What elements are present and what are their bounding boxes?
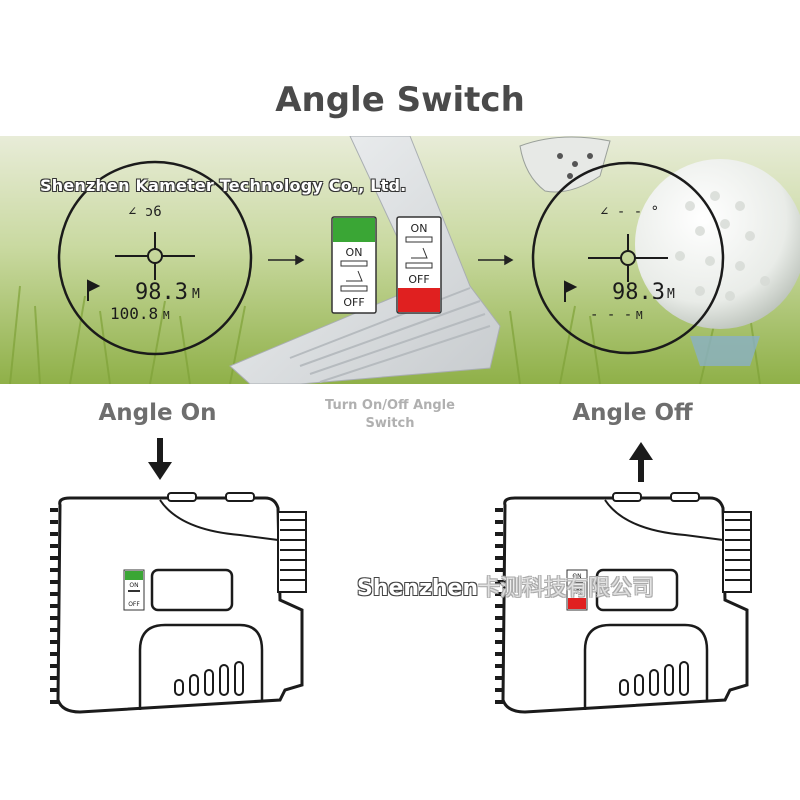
svg-text:ON: ON — [346, 246, 363, 259]
left-distance: 98.3 — [135, 280, 188, 305]
svg-text:ON: ON — [572, 573, 581, 580]
svg-text:M: M — [163, 309, 170, 322]
switch-off-diagram: ON OFF — [396, 216, 442, 314]
bottom-watermark: Shenzhen卡测科技有限公司 — [357, 576, 655, 601]
angle-off-label: Angle Off — [572, 400, 693, 426]
golf-banner: ∠ ͻ6 98.3 M 100.8 M ON OFF ON — [0, 136, 800, 384]
svg-text:OFF: OFF — [343, 296, 364, 309]
svg-text:ON: ON — [411, 222, 428, 235]
rangefinder-left: ON OFF — [50, 492, 307, 714]
company-watermark: Shenzhen Kameter Technology Co., Ltd. — [40, 176, 407, 195]
right-scope: ∠ - - ° 98.3 M - - - M — [531, 161, 725, 355]
svg-text:M: M — [636, 309, 643, 322]
rangefinder-right: ON OFF — [495, 492, 752, 714]
glove — [519, 136, 611, 193]
left-horizontal: 100.8 — [110, 304, 158, 323]
page-title: Angle Switch — [275, 80, 525, 120]
angle-icon — [346, 270, 363, 282]
left-device-switch: ON OFF — [123, 569, 145, 611]
up-arrow-icon — [629, 442, 653, 482]
right-distance: 98.3 — [612, 280, 665, 305]
golf-ball — [635, 159, 800, 329]
banner-illustration: ∠ ͻ6 98.3 M 100.8 M ON OFF ON — [0, 136, 800, 384]
svg-text:OFF: OFF — [571, 589, 583, 596]
turn-on-off-label: Turn On/Off Angle Switch — [325, 398, 455, 431]
left-scope: ∠ ͻ6 98.3 M 100.8 M — [57, 160, 253, 356]
left-angle-readout: ∠ ͻ6 — [128, 204, 162, 220]
svg-text:M: M — [667, 287, 675, 302]
svg-text:OFF: OFF — [408, 273, 429, 286]
angle-on-label: Angle On — [98, 400, 217, 426]
flag-icon — [87, 279, 101, 301]
svg-text:OFF: OFF — [128, 601, 140, 608]
right-device-switch: ON OFF — [566, 569, 588, 611]
right-angle-readout: ∠ - - ° — [600, 204, 659, 220]
svg-text:ON: ON — [129, 582, 138, 589]
right-horizontal: - - - — [590, 307, 632, 323]
switch-on-diagram: ON OFF — [331, 216, 377, 314]
crosshair-icon — [115, 232, 195, 280]
svg-text:M: M — [192, 287, 200, 302]
down-arrow-icon — [148, 438, 172, 480]
